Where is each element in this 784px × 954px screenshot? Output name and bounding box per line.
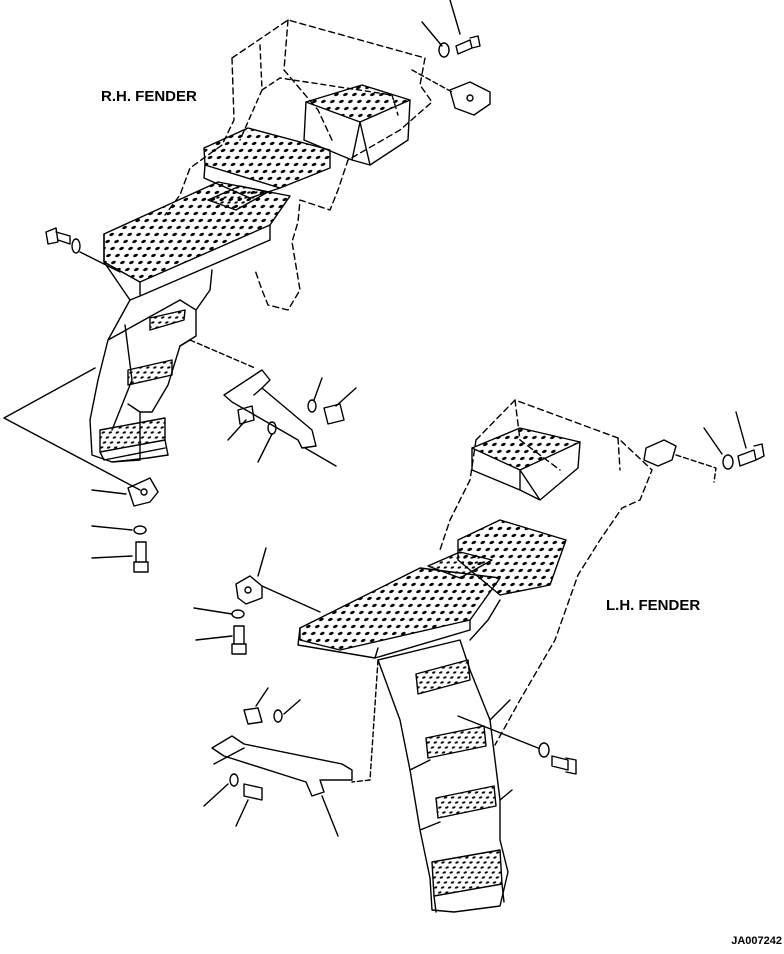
lh-side-bolt: [551, 755, 577, 775]
rh-upper-washer: [438, 42, 450, 58]
lh-upper-bolt: [737, 443, 765, 467]
lh-lower-support-bracket: [211, 735, 353, 797]
rh-fender-label: R.H. FENDER: [101, 88, 197, 105]
lh-lower-washer-2: [229, 773, 239, 787]
lh-main-tread-edge: [297, 619, 471, 659]
lh-rear-tread-top: [471, 427, 581, 471]
rh-bracket-nut: [307, 399, 317, 413]
rh-upper-bolt: [455, 35, 481, 55]
lh-fender-assembly: [297, 399, 765, 913]
lh-small-bracket-assembly: [193, 547, 321, 655]
lh-lower-bolt-1: [243, 707, 263, 725]
lh-lower-bolt-2: [243, 783, 263, 801]
drawing-id: JA007242: [731, 935, 782, 947]
rh-left-washer: [71, 238, 81, 254]
lh-side-washer: [538, 742, 550, 758]
lh-ladder-side: [469, 599, 513, 801]
rh-ladder-side: [111, 269, 213, 431]
lh-step-3: [435, 785, 497, 819]
lh-step-1: [415, 659, 471, 695]
rh-step-1: [149, 309, 186, 331]
rh-upper-bracket: [449, 81, 491, 116]
lh-nameplate: [427, 551, 493, 579]
lh-fender-label: L.H. FENDER: [606, 597, 701, 614]
rh-support-bracket: [223, 369, 317, 449]
rh-fender-assembly: [45, 0, 491, 463]
lh-rear-tread-block: [471, 441, 581, 501]
lh-lower-washer-1: [273, 709, 283, 723]
lh-upper-washer: [722, 454, 734, 470]
loose-parts: [3, 367, 159, 573]
lh-upper-bracket: [643, 439, 677, 467]
rh-nameplate: [207, 185, 269, 211]
lh-ladder-frame: [377, 639, 509, 913]
lh-small-bracket-washer: [231, 609, 245, 619]
rh-bracket-washer: [267, 421, 277, 435]
rh-left-bolt: [45, 227, 71, 245]
rh-step-2: [127, 359, 173, 386]
rh-step-3: [99, 417, 166, 453]
lh-step-2: [425, 725, 487, 759]
rh-bracket-bolt-2: [323, 403, 345, 425]
step-block: [127, 477, 159, 507]
step-block-bolt: [133, 541, 149, 573]
lh-fender-shell: [439, 399, 653, 746]
lh-small-bracket-bolt: [231, 625, 247, 655]
rh-bracket-bolt: [237, 405, 255, 425]
lh-main-tread-plate: [299, 567, 501, 651]
rh-main-tread-plate: [103, 181, 291, 283]
lh-small-bracket: [235, 575, 263, 605]
step-block-washer: [133, 525, 147, 535]
lh-lower-bracket-assembly: [203, 659, 379, 837]
rh-mid-tread: [203, 127, 331, 189]
rh-bracket-assembly: [189, 339, 357, 467]
lh-step-4: [431, 849, 503, 897]
